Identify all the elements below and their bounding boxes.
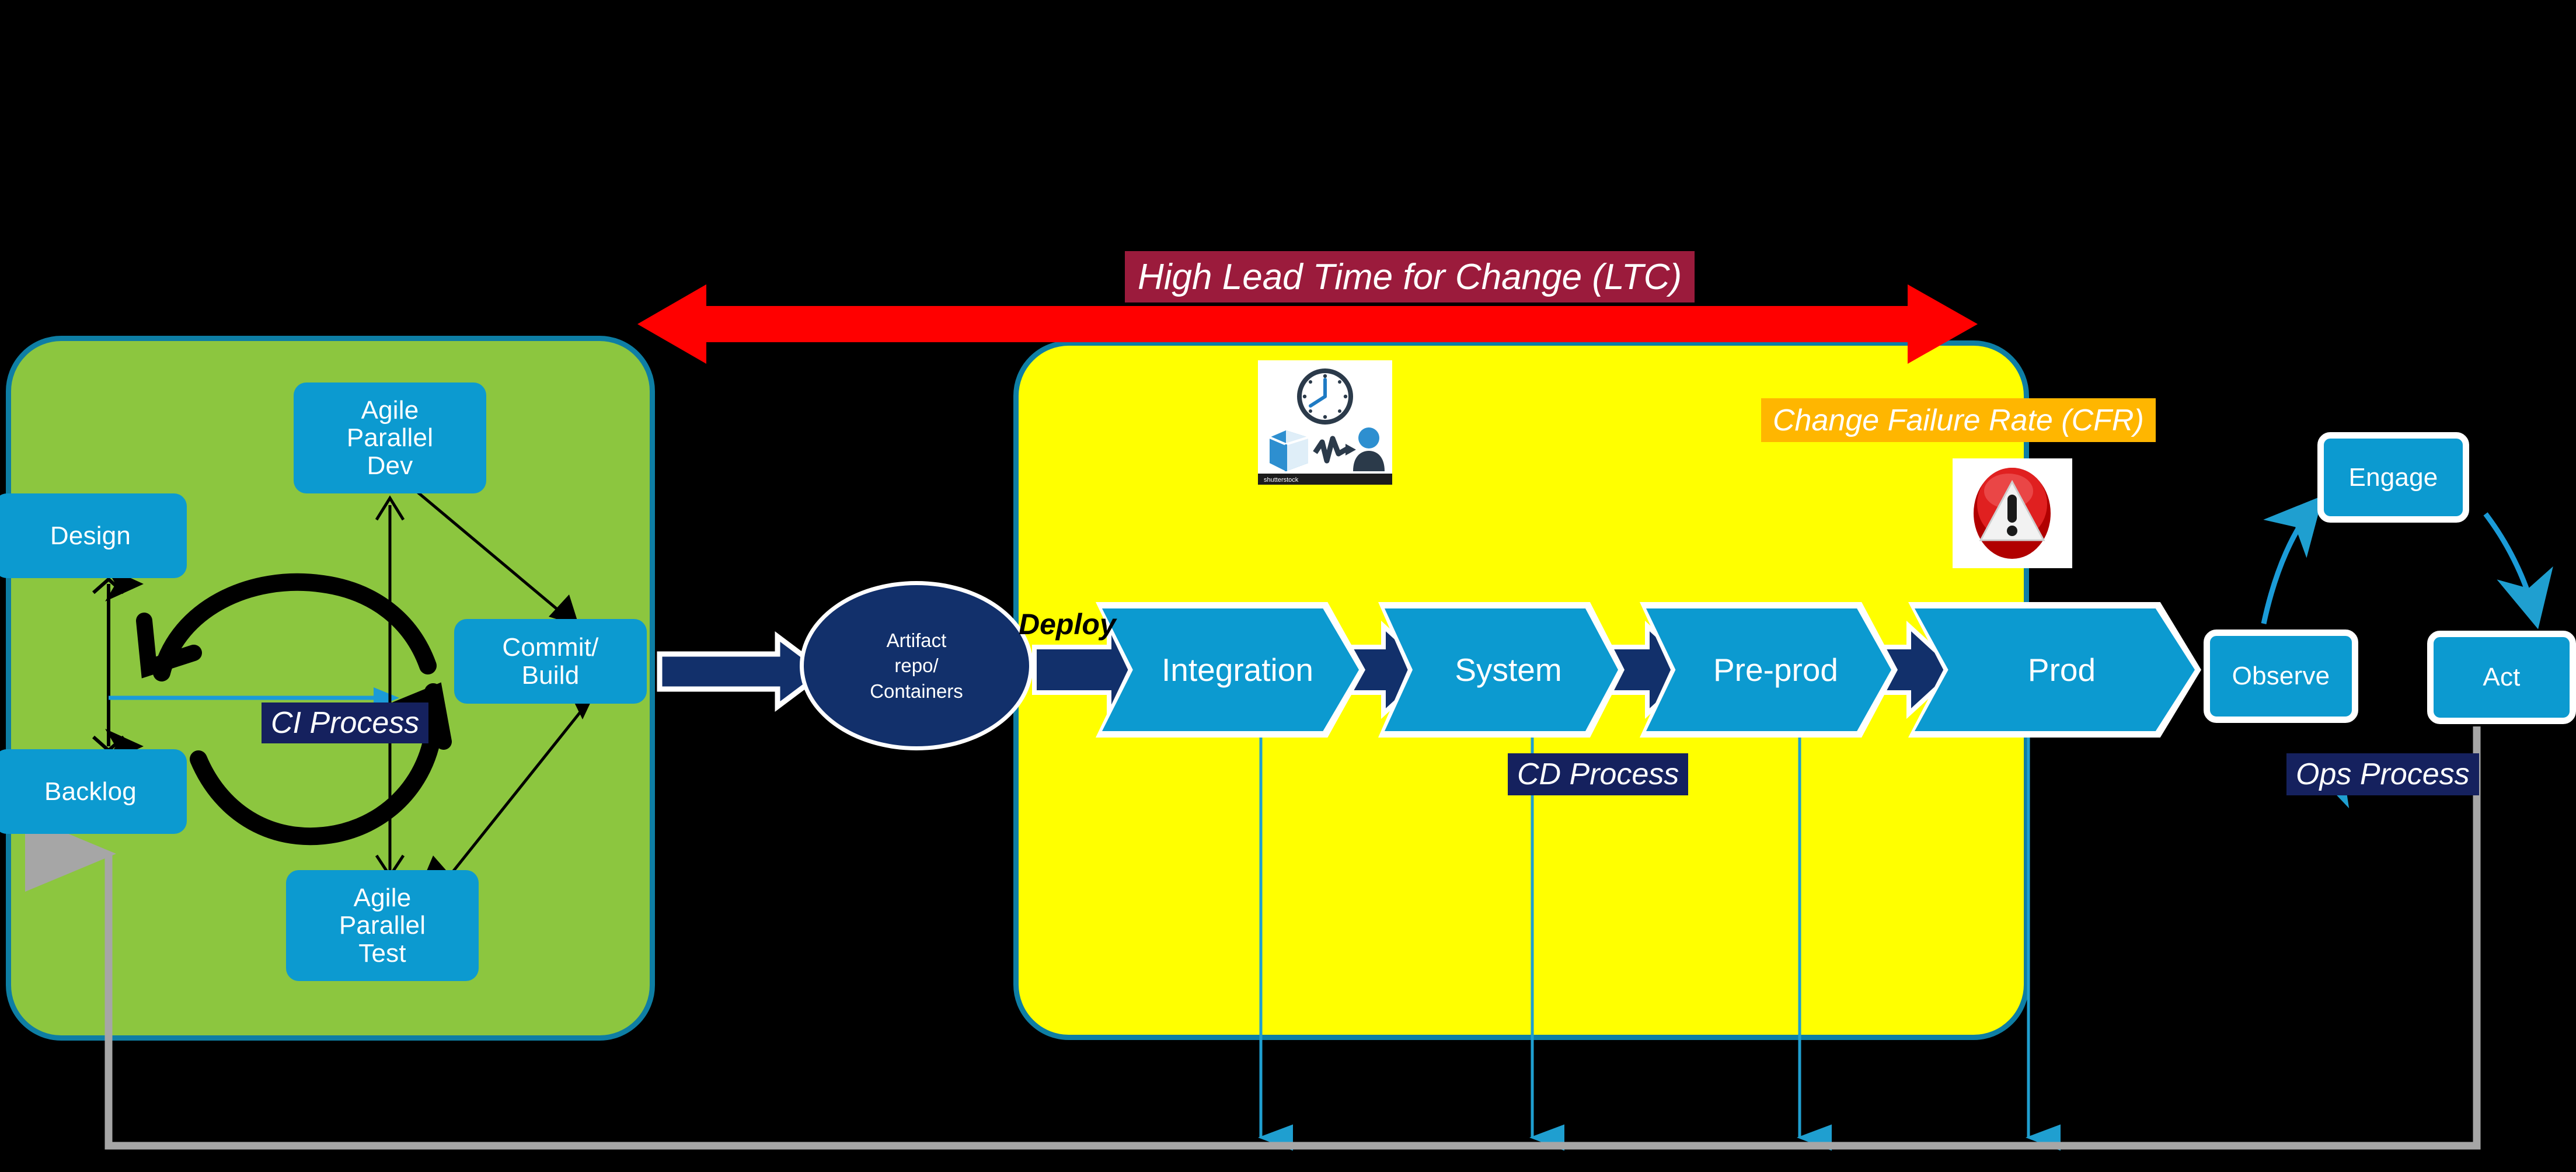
ops-node-engage[interactable]: Engage bbox=[2317, 432, 2469, 523]
red-warning-exclamation-icon bbox=[1953, 458, 2072, 568]
node-label: Act bbox=[2483, 663, 2521, 692]
node-label: Observe bbox=[2232, 662, 2330, 691]
cd-stage-label: System bbox=[1385, 608, 1618, 731]
ops-node-observe[interactable]: Observe bbox=[2204, 630, 2358, 723]
clock-package-person-photo: shutterstock bbox=[1258, 360, 1392, 485]
cd-stage-preprod[interactable]: Pre-prod bbox=[1640, 602, 1898, 738]
node-label: Engage bbox=[2348, 462, 2438, 492]
ops-process-label: Ops Process bbox=[2286, 753, 2479, 795]
cd-stage-label: Integration bbox=[1102, 608, 1359, 731]
lead-time-for-change-badge: High Lead Time for Change (LTC) bbox=[1125, 251, 1695, 302]
cd-stage-label: Prod bbox=[1915, 608, 2195, 731]
cfr-label: Change Failure Rate (CFR) bbox=[1773, 403, 2144, 437]
ci-node-commit-build[interactable]: Commit/Build bbox=[454, 619, 647, 704]
ci-process-label: CI Process bbox=[262, 702, 429, 743]
warning-icon-art bbox=[1953, 458, 2072, 568]
ltc-label: High Lead Time for Change (LTC) bbox=[1138, 256, 1682, 297]
cd-stage-prod[interactable]: Prod bbox=[1908, 602, 2201, 738]
ltc-photo-art: shutterstock bbox=[1258, 360, 1392, 485]
change-failure-rate-badge: Change Failure Rate (CFR) bbox=[1761, 398, 2156, 442]
deploy-text: Deploy bbox=[1019, 608, 1116, 641]
cd-stage-integration[interactable]: Integration bbox=[1096, 602, 1365, 738]
stock-watermark: shutterstock bbox=[1264, 477, 1299, 484]
ci-node-design[interactable]: Design bbox=[0, 493, 187, 578]
cd-stage-system[interactable]: System bbox=[1378, 602, 1625, 738]
node-label: Design bbox=[50, 521, 131, 550]
ci-node-backlog[interactable]: Backlog bbox=[0, 749, 187, 834]
cd-stage-label: Pre-prod bbox=[1646, 608, 1891, 731]
cd-process-text: CD Process bbox=[1517, 757, 1679, 791]
deploy-label: Deploy bbox=[1019, 606, 1116, 642]
ops-process-text: Ops Process bbox=[2296, 757, 2470, 791]
ci-process-text: CI Process bbox=[271, 706, 420, 740]
cd-process-label: CD Process bbox=[1508, 753, 1689, 795]
node-label: Commit/Build bbox=[502, 632, 599, 690]
node-label: Backlog bbox=[44, 777, 137, 806]
ops-node-act[interactable]: Act bbox=[2427, 631, 2576, 724]
